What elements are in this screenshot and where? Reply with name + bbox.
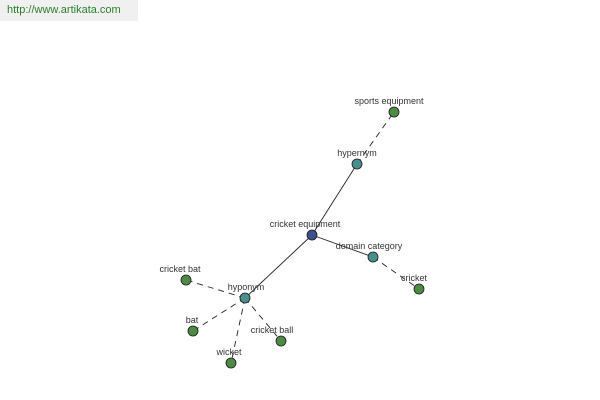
node-label-cricket-ball[interactable]: cricket ball [251,325,294,335]
node-label-sports-equipment[interactable]: sports equipment [354,96,424,106]
node-layer: cricket equipment hypernym sports equipmen… [159,96,428,369]
site-url-text[interactable]: http://www.artikata.com [7,4,121,16]
edge-layer [185,111,420,364]
node-wicket[interactable] [225,357,237,369]
edge-domain-category-to-cricket [372,256,420,290]
node-bat[interactable] [187,325,199,337]
node-label-wicket[interactable]: wicket [215,347,242,357]
node-hyponym[interactable] [239,292,251,304]
edge-cricket-equipment-to-hypernym [311,163,358,236]
node-domain-category[interactable] [367,251,379,263]
node-label-domain-category[interactable]: domain category [336,241,403,251]
node-sports-equipment[interactable] [388,106,400,118]
edge-hyponym-to-wicket [230,297,246,364]
edge-hyponym-to-bat [192,297,246,332]
node-label-cricket-bat[interactable]: cricket bat [159,264,201,274]
node-cricket-equipment[interactable] [306,229,318,241]
node-hypernym[interactable] [351,158,363,170]
node-label-bat[interactable]: bat [186,315,199,325]
site-url-banner[interactable]: http://www.artikata.com [0,0,138,21]
node-label-hyponym[interactable]: hyponym [228,282,265,292]
node-label-hypernym[interactable]: hypernym [337,148,377,158]
node-cricket[interactable] [413,283,425,295]
node-cricket-ball[interactable] [275,335,287,347]
edge-cricket-equipment-to-domain-category [311,234,374,258]
node-cricket-bat[interactable] [180,274,192,286]
node-label-cricket-equipment[interactable]: cricket equipment [270,219,341,229]
edge-cricket-equipment-to-hyponym [244,234,313,299]
node-label-cricket[interactable]: cricket [401,273,428,283]
edge-hyponym-to-cricket-ball [244,297,282,342]
